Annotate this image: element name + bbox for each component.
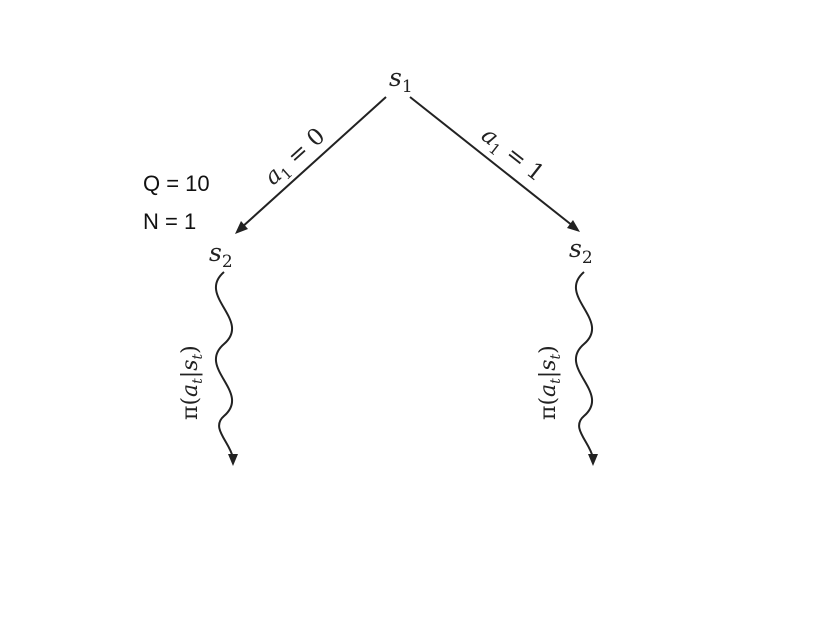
right-policy-label: π(at|st) [536, 345, 564, 420]
right-rollout: π(at|st) [536, 271, 598, 466]
root-node-label: s1 [389, 63, 413, 97]
left-rollout-wavy-arrow [215, 271, 234, 459]
q-value-label: Q = 10 [143, 171, 210, 196]
edge-left-line [240, 96, 387, 229]
left-rollout-arrowhead [228, 454, 238, 466]
right-rollout-wavy-arrow [575, 271, 594, 459]
left-rollout: π(at|st) [178, 271, 238, 466]
edge-left: a1 = 0 [235, 96, 387, 234]
left-policy-label: π(at|st) [178, 345, 206, 420]
edge-right-line [409, 96, 574, 227]
edge-left-label: a1 = 0 [260, 123, 333, 193]
edge-right-arrowhead [567, 220, 580, 232]
right-child-label: s2 [569, 234, 593, 268]
edge-right: a1 = 1 [409, 96, 580, 232]
n-visits-label: N = 1 [143, 209, 196, 234]
right-child-node: s2 [569, 234, 593, 268]
left-child-node: Q = 10 N = 1 s2 [143, 171, 233, 272]
right-rollout-arrowhead [588, 454, 598, 466]
root-node: s1 [389, 63, 413, 97]
edge-left-arrowhead [235, 221, 248, 234]
left-child-label: s2 [209, 238, 233, 272]
